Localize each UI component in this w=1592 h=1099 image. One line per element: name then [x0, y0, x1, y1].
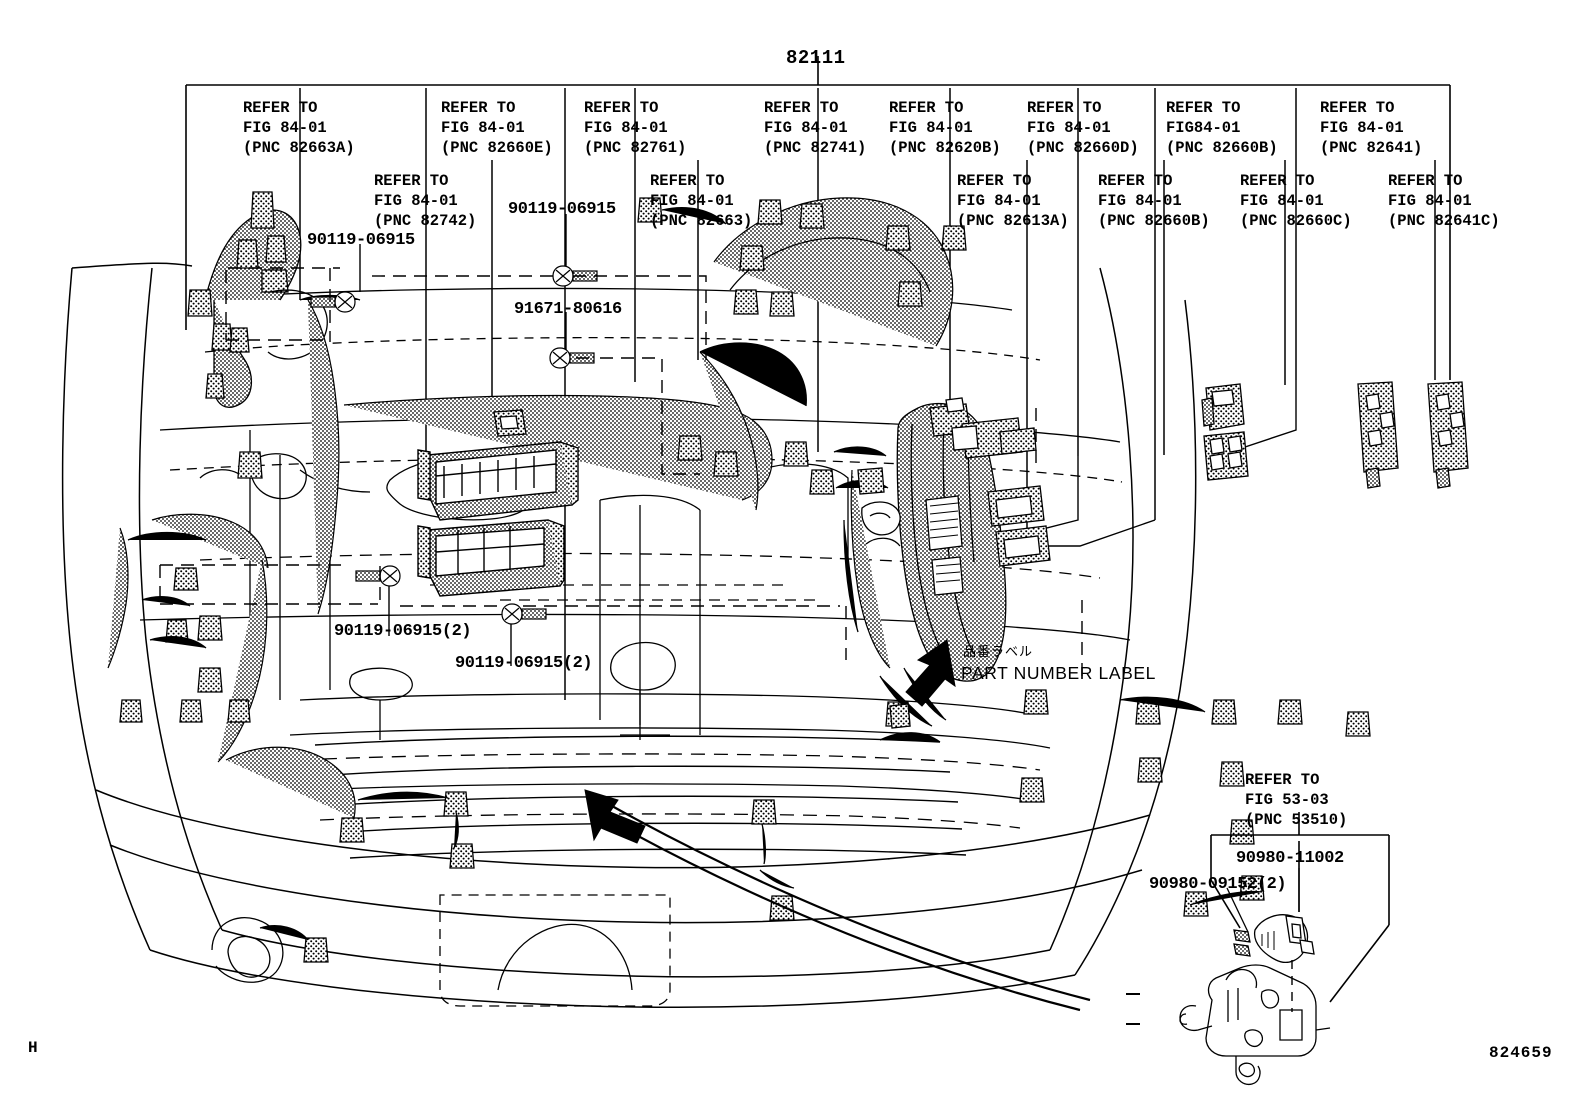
refer-label-82663A: REFER TO FIG 84-01(PNC 82663A) — [243, 98, 355, 158]
refer-label-53510: REFER TO FIG 53-03(PNC 53510) — [1245, 770, 1347, 830]
relay-box-upper — [417, 441, 579, 521]
figure-number: 824659 — [1489, 1044, 1553, 1062]
refer-line2: FIG 84-01 — [243, 119, 327, 138]
refer-line2: FIG 84-01 — [1098, 192, 1182, 211]
edge-ticks — [1126, 993, 1140, 1025]
refer-label-82741: REFER TO FIG 84-01(PNC 82741) — [764, 98, 866, 158]
callout-90119-06915-2a: 90119-06915(2) — [334, 622, 472, 641]
refer-line2: FIG 53-03 — [1245, 791, 1329, 810]
refer-line2: FIG 84-01 — [374, 192, 458, 211]
refer-line3: (PNC 82761) — [584, 139, 687, 158]
junction-block-assembly — [835, 397, 1051, 729]
refer-label-82660C: REFER TO FIG 84-01(PNC 82660C) — [1240, 171, 1352, 231]
refer-line3: (PNC 53510) — [1245, 811, 1348, 830]
refer-line1: REFER TO — [957, 172, 1032, 190]
bolt-icons — [310, 265, 598, 625]
refer-label-82742: REFER TO FIG 84-01(PNC 82742) — [374, 171, 476, 231]
refer-line2: FIG 84-01 — [889, 119, 973, 138]
refer-line3: (PNC 82660E) — [441, 139, 553, 158]
front-grille — [314, 735, 967, 859]
refer-line1: REFER TO — [764, 99, 839, 117]
callout-90980-11002: 90980-11002 — [1236, 849, 1344, 868]
refer-line2: FIG 84-01 — [441, 119, 525, 138]
refer-label-82660E: REFER TO FIG 84-01(PNC 82660E) — [441, 98, 553, 158]
refer-line3: (PNC 82641) — [1320, 139, 1423, 158]
refer-line3: (PNC 82660B) — [1098, 212, 1210, 231]
refer-line2: FIG 84-01 — [764, 119, 848, 138]
refer-label-82660D: REFER TO FIG 84-01(PNC 82660D) — [1027, 98, 1139, 158]
refer-line2: FIG 84-01 — [1320, 119, 1404, 138]
callout-bracket-top — [185, 56, 1451, 380]
connector-icon-group — [1201, 381, 1469, 489]
refer-line1: REFER TO — [1027, 99, 1102, 117]
inset-hood-lock — [1179, 964, 1331, 1086]
refer-line1: REFER TO — [1166, 99, 1241, 117]
callout-91671-80616: 91671-80616 — [514, 300, 622, 319]
refer-label-82620B: REFER TO FIG 84-01(PNC 82620B) — [889, 98, 1001, 158]
callout-90119-06915-2b: 90119-06915(2) — [455, 654, 593, 673]
refer-line2: FIG 84-01 — [650, 192, 734, 211]
refer-label-82663: REFER TO FIG 84-01(PNC 82663) — [650, 171, 752, 231]
refer-line3: (PNC 82663A) — [243, 139, 355, 158]
refer-line1: REFER TO — [1320, 99, 1395, 117]
refer-line1: REFER TO — [584, 99, 659, 117]
refer-line3: (PNC 82613A) — [957, 212, 1069, 231]
header-dividers-row2 — [491, 160, 1436, 545]
refer-label-82660B-top: REFER TO FIG84-01(PNC 82660B) — [1166, 98, 1278, 158]
wire-harness-upper-right — [637, 197, 967, 511]
refer-line2: FIG 84-01 — [957, 192, 1041, 211]
refer-label-82641C: REFER TO FIG 84-01(PNC 82641C) — [1388, 171, 1500, 231]
refer-line3: (PNC 82660B) — [1166, 139, 1278, 158]
callout-90980-09152: 90980-09152(2) — [1149, 875, 1287, 894]
refer-line2: FIG84-01 — [1166, 119, 1241, 138]
wire-harness-main — [107, 191, 1371, 963]
refer-line3: (PNC 82742) — [374, 212, 477, 231]
refer-line3: (PNC 82641C) — [1388, 212, 1500, 231]
refer-line1: REFER TO — [1240, 172, 1315, 190]
refer-line3: (PNC 82660C) — [1240, 212, 1352, 231]
main-part-number: 82111 — [786, 47, 846, 69]
refer-line3: (PNC 82741) — [764, 139, 867, 158]
refer-line2: FIG 84-01 — [1027, 119, 1111, 138]
callout-90119-06915-a: 90119-06915 — [307, 231, 415, 250]
refer-line3: (PNC 82660D) — [1027, 139, 1139, 158]
inset-leader-lines — [1226, 868, 1300, 933]
refer-line3: (PNC 82620B) — [889, 139, 1001, 158]
refer-line1: REFER TO — [1245, 771, 1320, 789]
inset-bracket — [1210, 812, 1390, 1003]
refer-label-82641: REFER TO FIG 84-01(PNC 82641) — [1320, 98, 1422, 158]
callout-90119-06915-b: 90119-06915 — [508, 200, 616, 219]
refer-line2: FIG 84-01 — [584, 119, 668, 138]
part-number-label-en: PART NUMBER LABEL — [961, 663, 1156, 683]
relay-box-lower — [417, 519, 565, 597]
refer-line3: (PNC 82663) — [650, 212, 753, 231]
refer-line2: FIG 84-01 — [1240, 192, 1324, 211]
refer-label-82660B-bottom: REFER TO FIG 84-01(PNC 82660B) — [1098, 171, 1210, 231]
pointer-arrows — [584, 639, 1091, 1012]
refer-label-82761: REFER TO FIG 84-01(PNC 82761) — [584, 98, 686, 158]
refer-line1: REFER TO — [1098, 172, 1173, 190]
refer-line2: FIG 84-01 — [1388, 192, 1472, 211]
refer-line1: REFER TO — [243, 99, 318, 117]
refer-line1: REFER TO — [441, 99, 516, 117]
refer-line1: REFER TO — [1388, 172, 1463, 190]
inset-switch-part — [1233, 914, 1315, 963]
part-number-label-jp: 品番ラベル — [963, 645, 1034, 660]
refer-line1: REFER TO — [889, 99, 964, 117]
page-mark: H — [28, 1039, 38, 1057]
refer-label-82613A: REFER TO FIG 84-01(PNC 82613A) — [957, 171, 1069, 231]
ecu-small-box — [493, 409, 527, 437]
refer-line1: REFER TO — [650, 172, 725, 190]
refer-line1: REFER TO — [374, 172, 449, 190]
hidden-routing-lines — [159, 267, 1083, 680]
